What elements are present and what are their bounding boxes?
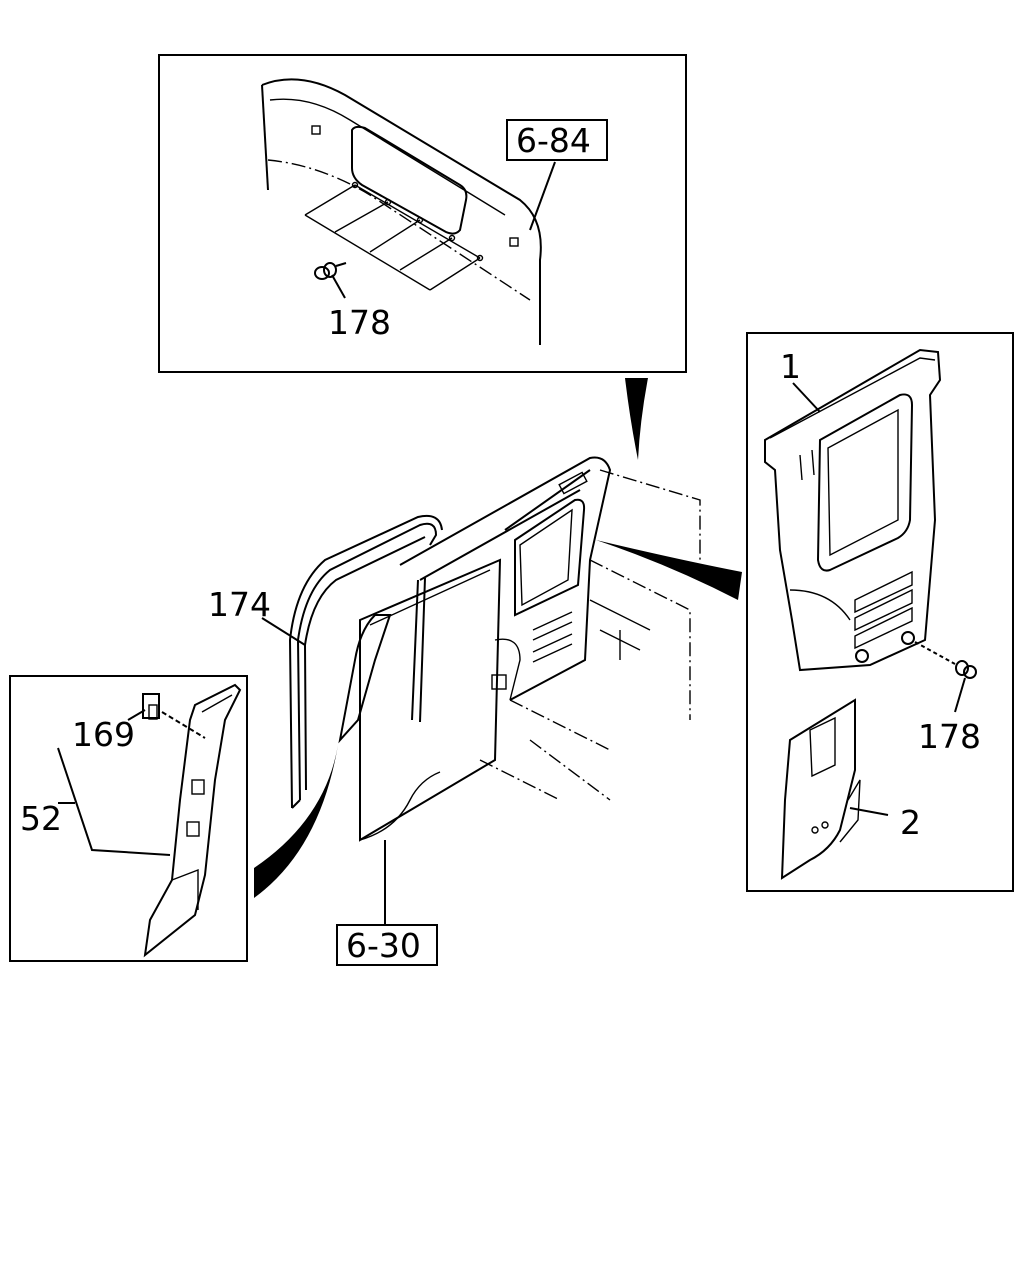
bracket-52 [57,747,171,856]
callout-2: 2 [900,803,921,842]
pillar-trim [143,683,242,958]
clip-fastener-icon [314,262,347,280]
pillar-clip-icon [142,693,160,720]
top-inset: 178 6-84 [158,54,687,373]
top-inset-frame [158,54,687,373]
lower-trim-panel [780,698,861,880]
ref-leader-line [529,161,556,231]
ref-box-6-30 [336,924,438,966]
left-inset: 169 52 [9,675,248,962]
callout-178-top: 178 [328,303,391,342]
connector-wedge-left [254,745,338,898]
callout-1: 1 [780,347,801,386]
leader-169 [127,709,146,721]
ref-6-84-label: 6-84 [516,121,591,160]
callout-52: 52 [20,799,62,838]
clip-fastener-icon-right [914,641,977,679]
left-inset-frame [9,675,248,962]
headliner-panel [261,78,542,345]
callout-178-right: 178 [918,717,981,756]
rear-trim-panel [764,348,942,672]
main-cab-view [288,456,701,842]
callout-169: 169 [72,715,135,754]
leader-1 [792,382,821,413]
leader-2 [849,807,889,816]
right-inset: 1 178 2 [746,332,1014,892]
connector-wedge-right [596,540,742,600]
callout-174: 174 [208,585,271,624]
clip-dash-line [161,711,206,739]
connector-wedge-top [625,378,648,460]
leader-174 [261,617,306,646]
right-inset-frame [746,332,1014,892]
leader-178-right [954,677,966,713]
ref-box-6-84 [506,119,608,161]
ref-6-30-label: 6-30 [346,926,421,965]
leader-line [331,274,346,299]
